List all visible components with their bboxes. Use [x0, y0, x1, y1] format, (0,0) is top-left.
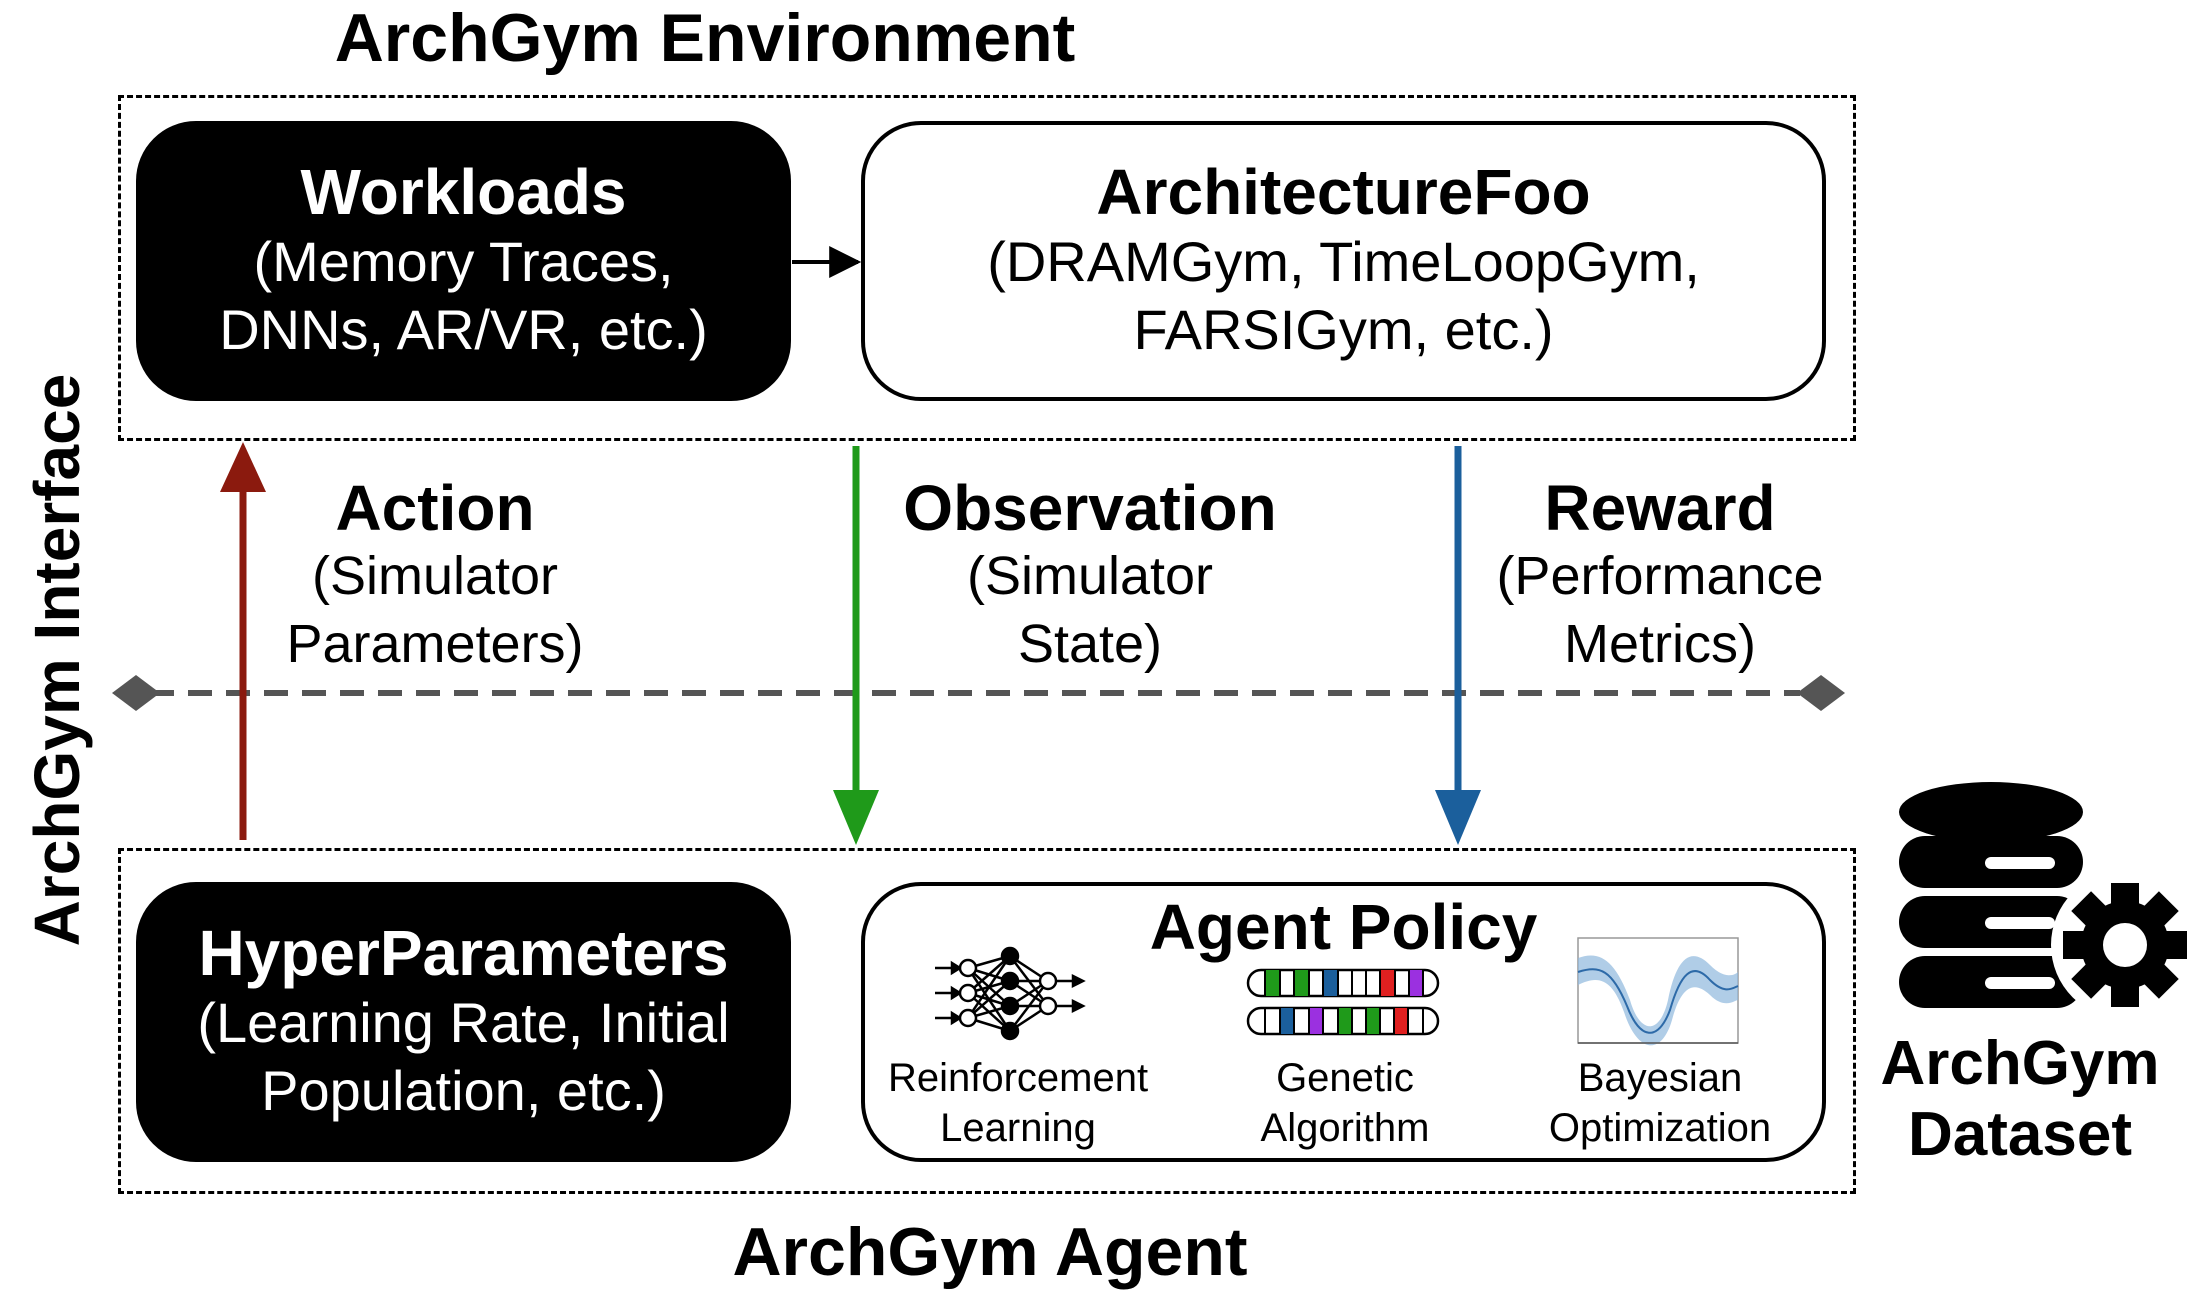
environment-box [118, 95, 1856, 441]
reward-label: Reward (Performance Metrics) [1470, 473, 1850, 678]
rl-label-line-1: Reinforcement [887, 1056, 1149, 1100]
reward-arrow [1435, 446, 1481, 845]
observation-label: Observation (Simulator State) [880, 473, 1300, 678]
observation-title: Observation [903, 472, 1277, 544]
action-line-2: Parameters) [286, 613, 584, 674]
ga-label-line-1: Genetic [1276, 1056, 1414, 1100]
gaussian-process-plot-icon [1577, 937, 1739, 1046]
workloads-title: Workloads [300, 156, 627, 229]
hyperparameters-box: HyperParameters (Learning Rate, Initial … [136, 882, 791, 1162]
hyperparameters-line-2: Population, etc.) [261, 1059, 666, 1123]
architecture-line-2: FARSIGym, etc.) [1133, 298, 1554, 362]
hyperparameters-line-1: (Learning Rate, Initial [197, 990, 730, 1054]
workloads-line-1: (Memory Traces, [253, 229, 674, 293]
agent-policy-title: Agent Policy [1149, 891, 1538, 963]
action-label: Action (Simulator Parameters) [250, 473, 620, 678]
bo-label-line-1: Bayesian [1577, 1056, 1743, 1100]
divider-right-diamond-icon [1797, 675, 1845, 711]
policy-method-rl-label: Reinforcement Learning [878, 1053, 1158, 1153]
hyperparameters-title: HyperParameters [198, 917, 729, 990]
reward-title: Reward [1544, 472, 1776, 544]
action-line-1: (Simulator [311, 546, 559, 607]
dataset-label-line-2: Dataset [1908, 1100, 2132, 1170]
environment-title: ArchGym Environment [334, 0, 1076, 76]
dataset-label-line-1: ArchGym [1880, 1029, 2160, 1098]
workloads-line-2: DNNs, AR/VR, etc.) [219, 298, 708, 362]
architecture-box: ArchitectureFoo (DRAMGym, TimeLoopGym, F… [861, 121, 1826, 401]
agent-box [118, 848, 1856, 1194]
reward-line-1: (Performance [1496, 546, 1824, 607]
policy-method-ga-label: Genetic Algorithm [1205, 1053, 1485, 1153]
rl-label-line-2: Learning [940, 1106, 1096, 1150]
action-title: Action [335, 472, 535, 544]
observation-line-1: (Simulator [966, 546, 1214, 607]
divider-left-diamond-icon [112, 675, 160, 711]
neural-network-icon [935, 946, 1086, 1041]
chromosome-icon [1246, 968, 1440, 1036]
architecture-title: ArchitectureFoo [1096, 156, 1591, 229]
agent-title: ArchGym Agent [732, 1214, 1248, 1290]
bo-label-line-2: Optimization [1548, 1106, 1772, 1150]
reward-line-2: Metrics) [1564, 613, 1756, 674]
observation-line-2: State) [1017, 613, 1163, 674]
workloads-box: Workloads (Memory Traces, DNNs, AR/VR, e… [136, 121, 791, 401]
database-gear-icon [1899, 782, 2191, 1019]
architecture-line-1: (DRAMGym, TimeLoopGym, [987, 229, 1700, 293]
dataset-label: ArchGym Dataset [1855, 1028, 2185, 1171]
policy-method-bo-label: Bayesian Optimization [1520, 1053, 1800, 1153]
observation-arrow [833, 446, 879, 845]
action-arrow [220, 442, 266, 840]
ga-label-line-2: Algorithm [1260, 1106, 1430, 1150]
